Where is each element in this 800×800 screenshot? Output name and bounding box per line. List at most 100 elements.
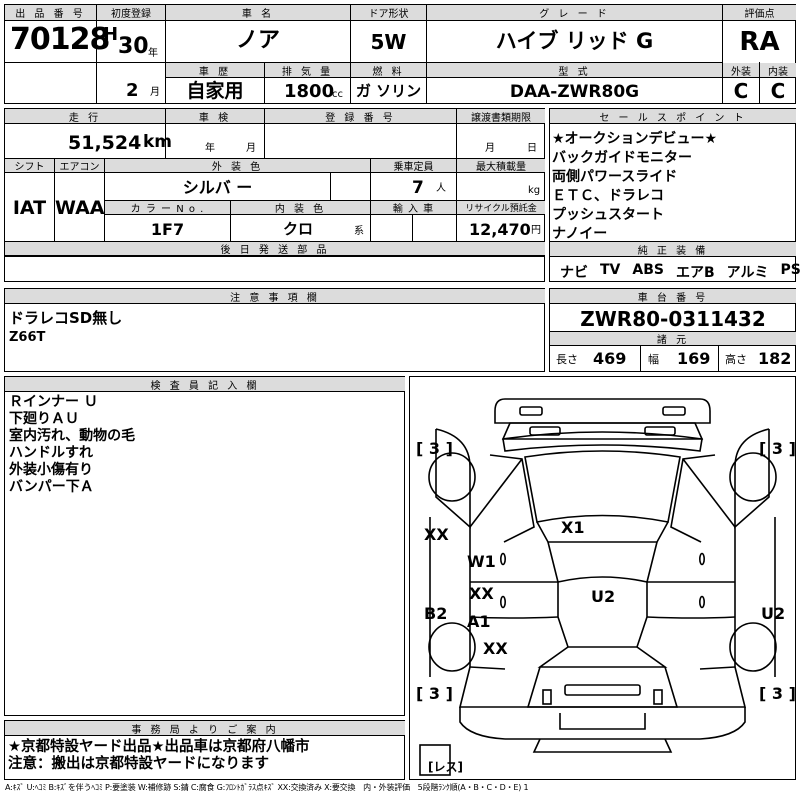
damage-mark-xx-low: XX: [483, 639, 508, 658]
sales-point-item: プッシュスタート: [552, 207, 664, 223]
car-name: ノア: [235, 28, 280, 53]
damage-mark-u2-right: U2: [761, 604, 785, 623]
color-number-label: カ ラ ー N o .: [105, 201, 230, 215]
car-name-label: 車 名: [166, 5, 350, 21]
model-label: 型 式: [427, 63, 722, 78]
grade-label: グ レ ー ド: [427, 5, 722, 21]
tire-front-left: [ 3 ]: [416, 439, 453, 458]
office-line: ★京都特設ヤード出品★出品車は京都府八幡市: [8, 739, 310, 755]
lot-number: 70128: [10, 22, 110, 57]
exterior-grade: C: [733, 79, 749, 103]
transfer-day-unit: 日: [527, 143, 537, 154]
inspector-line: 下廻りＡＵ: [9, 411, 79, 427]
caution-line: Z66T: [9, 330, 46, 345]
door-type-label: ドア形状: [351, 5, 426, 21]
chassis-section: [549, 288, 796, 372]
tire-rear-right: [ 3 ]: [759, 684, 795, 703]
displacement-unit: cc: [332, 89, 343, 100]
office-section: [4, 720, 405, 780]
inspector-notes: Ｒインナー Ｕ 下廻りＡＵ 室内汚れ、動物の毛 ハンドルすれ 外装小傷有り バン…: [9, 394, 135, 496]
color-number: 1F7: [150, 220, 185, 239]
capacity-unit: 人: [436, 183, 446, 194]
import-label: 輸 入 車: [371, 201, 456, 215]
exterior-color: シルバ ー: [182, 178, 253, 197]
height-label: 高さ: [725, 353, 747, 366]
sales-point-item: ＥＴＣ、ドラレコ: [552, 188, 664, 204]
equipment-item: ABS: [632, 262, 664, 278]
fuel-label: 燃 料: [351, 63, 426, 78]
damage-mark-w1: W1: [467, 552, 496, 571]
month-unit: 月: [150, 87, 160, 98]
damage-mark-b2: B2: [424, 604, 447, 623]
office-label: 事 務 局 よ り ご 案 内: [5, 721, 405, 736]
inspector-line: Ｒインナー Ｕ: [9, 394, 98, 410]
score: RA: [739, 27, 780, 57]
history: 自家用: [186, 80, 244, 102]
lot-number-label: 出 品 番 号: [5, 5, 96, 21]
width-label: 幅: [648, 353, 659, 366]
inspection-month-unit: 月: [246, 143, 256, 154]
damage-mark-a1: A1: [467, 612, 491, 631]
inspector-line: 室内汚れ、動物の毛: [9, 428, 136, 444]
caution-line: ドラレコSD無し: [9, 309, 123, 327]
first-registration-label: 初度登録: [97, 5, 165, 21]
damage-legend: A:ｷｽﾞ U:ﾍｺﾐ B:ｷｽﾞを伴うﾍｺﾐ P:要塗装 W:補修跡 S:錆 …: [5, 783, 529, 792]
mileage-label: 走 行: [5, 109, 165, 124]
damage-mark-xx-mid: XX: [469, 584, 494, 603]
sales-points-list: ★オークションデビュー★ バックガイドモニター 両側パワースライド ＥＴＣ、ドラ…: [552, 131, 717, 243]
max-load-label: 最大積載量: [457, 159, 545, 173]
score-label: 評価点: [723, 5, 796, 21]
dimensions-label: 諸 元: [550, 332, 796, 346]
aircon: WAA: [55, 197, 105, 219]
displacement: 1800: [284, 81, 335, 102]
interior-color-label: 内 装 色: [231, 201, 370, 215]
equipment-item: アルミ: [726, 265, 769, 281]
aircon-label: エアコン: [55, 159, 104, 173]
sales-point-item: バックガイドモニター: [552, 150, 692, 166]
damage-diagram: [ 3 ] [ 3 ] [ 3 ] [ 3 ] [レス] X1 XX W1 XX…: [409, 376, 796, 780]
shift-label: シフト: [5, 159, 54, 173]
exterior-label: 外装: [723, 63, 759, 78]
damage-mark-x1: X1: [561, 518, 584, 537]
inspector-line: バンパー下Ａ: [9, 479, 94, 495]
damage-mark-xx-left: XX: [424, 525, 449, 544]
door-type: 5W: [370, 30, 407, 54]
caution-label: 注 意 事 項 欄: [5, 289, 545, 304]
office-notice: ★京都特設ヤード出品★出品車は京都府八幡市 注意：搬出は京都特設ヤードになります: [8, 739, 310, 773]
header-section: [4, 4, 796, 104]
model: DAA-ZWR80G: [509, 82, 640, 102]
recycle-deposit-unit: 円: [531, 225, 541, 236]
car-outline: [ 3 ] [ 3 ] [ 3 ] [ 3 ] [レス] X1 XX W1 XX…: [416, 398, 795, 776]
grade: ハイブ リッド G: [495, 29, 654, 53]
registration-month: 2: [126, 80, 139, 101]
transfer-deadline-label: 譲渡書類期限: [457, 109, 545, 124]
sales-point-item: ★オークションデビュー★: [552, 131, 718, 147]
inspection-label: 車 検: [166, 109, 264, 124]
inspection-year-unit: 年: [205, 143, 215, 154]
equipment-item: エアB: [675, 265, 715, 281]
length: 469: [593, 349, 627, 368]
max-load-unit: kg: [528, 185, 541, 196]
equipment-item: TV: [600, 262, 621, 278]
height: 182: [758, 349, 792, 368]
interior-grade: C: [770, 79, 786, 103]
shift: IAT: [12, 197, 47, 219]
interior-label: 内装: [760, 63, 796, 78]
sales-point-item: 両側パワースライド: [552, 169, 678, 185]
equipment-item: ナビ: [560, 265, 588, 281]
office-line: 注意：搬出は京都特設ヤードになります: [8, 756, 269, 772]
interior-color-unit: 系: [354, 226, 364, 237]
registration-number-label: 登 録 番 号: [265, 109, 456, 124]
era: H: [103, 24, 119, 45]
fuel: ガ ソリン: [355, 82, 422, 100]
year-unit: 年: [148, 48, 158, 59]
interior-color: クロ: [283, 220, 314, 238]
inspector-section: [4, 376, 405, 716]
equipment-label: 純 正 装 備: [550, 242, 796, 257]
caution-section: [4, 288, 545, 372]
mileage: 51,524: [68, 132, 142, 154]
later-parts-label: 後 日 発 送 部 品: [5, 242, 545, 256]
equipment-item: PS: [780, 262, 800, 278]
recycle-deposit-label: リサイクル預託金: [457, 201, 545, 215]
exterior-color-label: 外 装 色: [105, 159, 370, 173]
